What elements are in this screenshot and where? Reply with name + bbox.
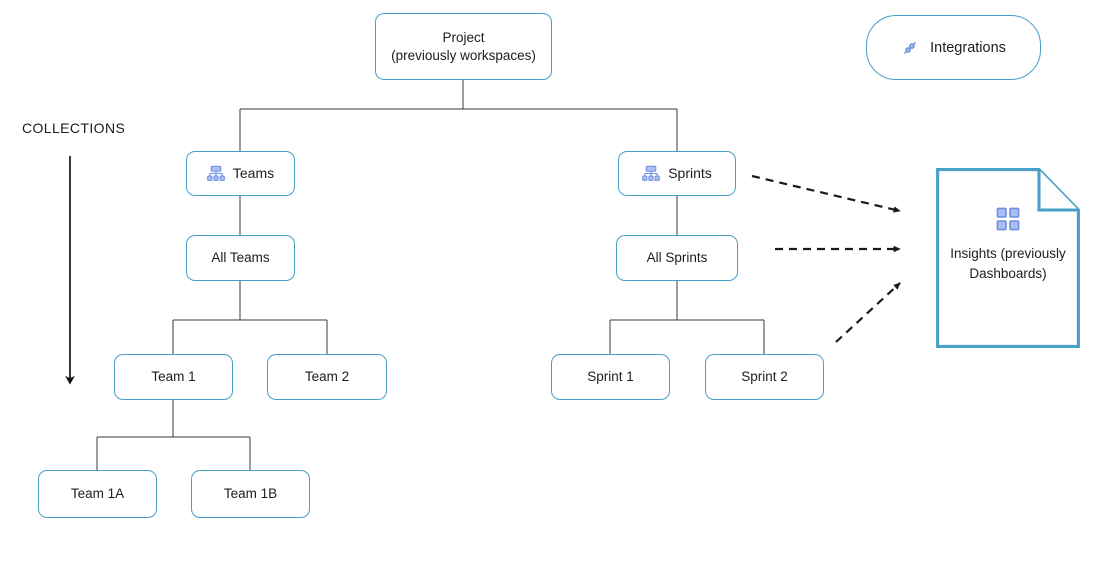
node-all-teams-label: All Teams: [211, 250, 270, 266]
node-insights-text: Insights (previously Dashboards): [936, 244, 1080, 283]
node-insights-line1: Insights: [950, 246, 997, 261]
grid-2x2-icon: [995, 206, 1021, 232]
org-chart-icon: [207, 165, 225, 182]
collections-label: COLLECTIONS: [22, 120, 126, 136]
node-project[interactable]: Project (previously workspaces): [375, 13, 552, 80]
node-all-sprints-label: All Sprints: [646, 250, 708, 266]
node-team-1a-label: Team 1A: [70, 486, 125, 502]
org-chart-icon: [642, 165, 661, 182]
node-project-line2: (previously workspaces): [391, 47, 536, 63]
node-insights-line2: (previously: [1000, 246, 1066, 261]
node-team-1b-label: Team 1B: [223, 486, 278, 502]
node-sprints[interactable]: Sprints: [618, 151, 736, 196]
node-team-2-label: Team 2: [304, 369, 350, 385]
node-sprint-1-label: Sprint 1: [587, 369, 634, 385]
node-teams-label: Teams: [232, 164, 275, 181]
node-sprint-1[interactable]: Sprint 1: [551, 354, 670, 400]
node-team-1b[interactable]: Team 1B: [191, 470, 310, 518]
node-project-line1: Project: [442, 29, 485, 45]
node-all-sprints[interactable]: All Sprints: [616, 235, 738, 281]
node-team-1a[interactable]: Team 1A: [38, 470, 157, 518]
chain-link-icon: [901, 39, 919, 57]
node-team-1[interactable]: Team 1: [114, 354, 233, 400]
node-sprint-2[interactable]: Sprint 2: [705, 354, 824, 400]
node-sprint-2-label: Sprint 2: [741, 369, 788, 385]
node-team-2[interactable]: Team 2: [267, 354, 387, 400]
node-team-1-label: Team 1: [151, 369, 196, 385]
document-shape: [936, 168, 1080, 348]
node-sprints-label: Sprints: [668, 164, 712, 181]
node-all-teams[interactable]: All Teams: [186, 235, 295, 281]
node-integrations[interactable]: Integrations: [866, 15, 1041, 80]
node-teams[interactable]: Teams: [186, 151, 295, 196]
node-integrations-label: Integrations: [930, 39, 1006, 56]
node-insights[interactable]: Insights (previously Dashboards): [936, 168, 1080, 348]
node-insights-line3: Dashboards): [969, 265, 1047, 281]
